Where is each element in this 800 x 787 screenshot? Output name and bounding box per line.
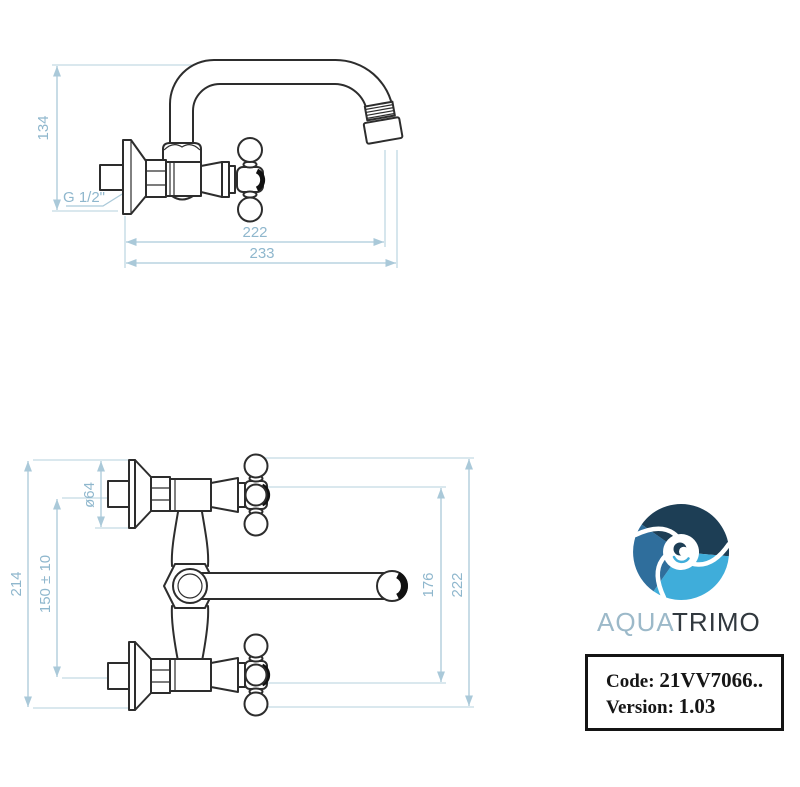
valve-body: [169, 478, 212, 512]
valve-body: [165, 161, 202, 197]
plan-spout: [190, 570, 408, 602]
side-view-faucet: [99, 58, 404, 223]
handle-hub-shade: [255, 168, 266, 192]
code-value: 21VV7066..: [659, 668, 764, 692]
dim-label-150: 150 ± 10: [37, 555, 54, 613]
hex-nut: [150, 476, 171, 512]
handle-hub-ball: [244, 483, 268, 507]
logo-swirl-icon: [633, 504, 732, 600]
brand-name-trimo: TRIMO: [672, 607, 761, 637]
cross-handle-ball-top: [243, 453, 269, 479]
dim-label-233: 233: [249, 245, 274, 262]
code-label: Code:: [606, 671, 655, 692]
product-info-box: Code: 21VV7066.. Version: 1.03: [585, 654, 784, 731]
cross-handle-ball-top: [237, 137, 263, 163]
wall-stub: [107, 480, 130, 508]
product-version-line: Version: 1.03: [606, 694, 781, 720]
wall-flange: [122, 139, 147, 215]
wall-stub: [99, 164, 124, 191]
central-column: [170, 511, 210, 662]
plan-spout-end-shade: [395, 571, 408, 601]
nut-facets: [163, 144, 201, 151]
plan-view-dimensions: 214 150 ± 10 ø64 176 222: [8, 457, 474, 709]
brand-name-aqua: AQUA: [597, 607, 675, 637]
flange-cone: [134, 459, 152, 529]
product-code-line: Code: 21VV7066..: [606, 668, 781, 694]
side-view-dimensions: 134 222 233 G 1/2": [35, 64, 398, 268]
spout-aerator: [362, 116, 404, 145]
thread-leader-line: [66, 190, 128, 207]
dim-label-222b: 222: [449, 572, 466, 597]
bonnet-cone: [200, 161, 223, 198]
version-label: Version:: [606, 697, 674, 718]
hex-nut: [145, 159, 167, 198]
spout-pivot-inner: [177, 573, 203, 599]
plan-view-faucet: [107, 453, 408, 716]
dim-label-176: 176: [420, 572, 437, 597]
cross-handle-ball-bottom: [237, 196, 263, 223]
dim-label-222: 222: [242, 224, 267, 241]
plan-valve-assembly: [107, 453, 271, 537]
dim-label-214: 214: [8, 571, 25, 596]
dim-label-d64: ø64: [81, 482, 98, 508]
aquatrimo-logo: AQUA TRIMO: [597, 504, 761, 637]
thread-label: G 1/2": [63, 189, 105, 206]
spout-tube: [169, 58, 394, 144]
body-underside: [171, 195, 194, 201]
spout-ribbed-connector: [363, 100, 396, 122]
bonnet-ring: [237, 482, 246, 508]
dim-label-134: 134: [35, 115, 52, 140]
spout-swivel-nut: [162, 142, 202, 164]
plan-valve-assembly-mirrored: [108, 635, 268, 716]
side-view-drawing: 134 222 233 G 1/2": [35, 58, 404, 268]
bonnet-ring: [221, 161, 230, 198]
cross-handle-ball-bottom: [243, 511, 269, 537]
bonnet-plate: [228, 165, 236, 194]
plan-view-drawing: 214 150 ± 10 ø64 176 222: [8, 453, 474, 716]
version-value: 1.03: [678, 694, 716, 718]
bonnet-cone: [210, 477, 239, 513]
